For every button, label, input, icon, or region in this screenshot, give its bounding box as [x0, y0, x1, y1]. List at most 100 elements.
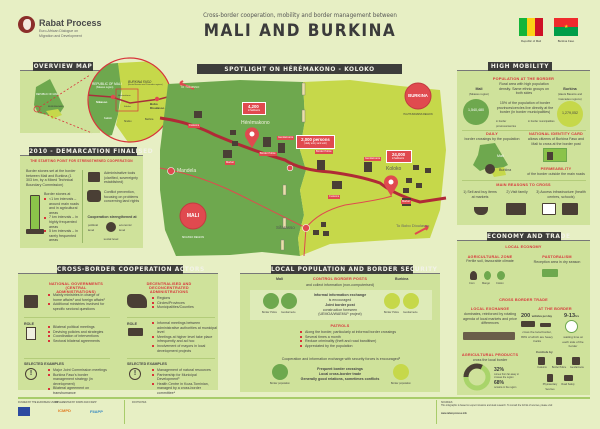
decentral-roles: Informal meetings between administrative…: [152, 321, 218, 353]
sources-link[interactable]: www.rabat-process.info: [441, 413, 467, 415]
list-item: Mainly ministries in charge of home affa…: [48, 293, 108, 302]
wait-text: waiting time at each side of the border: [562, 335, 584, 349]
population-label: Border population: [270, 382, 290, 385]
inset-koloko: Koloko: [124, 106, 131, 108]
list-item: Burkina Faso's border management strateg…: [48, 373, 110, 387]
logo-tagline: Euro-African Dialogue on: [39, 29, 79, 33]
exclamation-icon: !: [129, 368, 141, 380]
health-centre-icon: [542, 203, 556, 215]
wait-value: 9-13: [564, 313, 576, 319]
overview-burkina-label: BURKINA FASO: [48, 106, 65, 108]
burkina-sub: (Hauts Bassins and Cascades regions): [557, 92, 583, 101]
map-mali-label: Mali: [497, 154, 504, 158]
cotton-icon: [497, 271, 505, 280]
patrol-list: Along the border, particularly at inform…: [300, 330, 400, 348]
mali-label: Mali: [276, 277, 283, 281]
tag-border-police: Border Police: [259, 152, 277, 156]
demarcation-subtitle: THE STARTING POINT FOR STRENGTHENED COOP…: [30, 159, 133, 163]
burkina-population-icon: [393, 364, 409, 380]
relation-item: Frequent border crossings: [317, 367, 363, 371]
list-item: Meetings at higher level take place infr…: [152, 335, 218, 344]
phytosanitary-icon: [547, 374, 553, 382]
to-sikasso-label: To Sikasso: [180, 84, 200, 89]
list-item: Appreciated by the population: [300, 344, 400, 349]
meeting-icon: [128, 328, 143, 336]
truck-icon: [521, 321, 535, 327]
page-title: MALI AND BURKINA: [203, 21, 397, 41]
tag-customs: Customs: [188, 124, 201, 128]
corn-icon: [470, 271, 477, 280]
daily-heading: DAILY: [485, 132, 499, 136]
inset-heremakono: Hérémakono: [118, 95, 131, 97]
flag-label: Burkina Faso: [557, 39, 575, 43]
inset-banfora: Banfora: [145, 118, 154, 121]
mali-region-badge: MALI: [186, 213, 200, 219]
burkina-population-circle: [557, 101, 583, 127]
posts-heading: CONTROL BORDER POSTS: [312, 277, 368, 281]
population-label: Border population: [391, 382, 411, 385]
government-building-icon: [24, 295, 38, 308]
building-icon: [88, 172, 100, 182]
mali-label: Mali: [475, 87, 483, 91]
examples-label: SELECTED EXAMPLES: [24, 362, 64, 366]
agri-products-text: cross the local border: [472, 358, 508, 362]
koloko-population: 24,000: [392, 152, 406, 157]
relation-item: Generally good relations, sometimes conf…: [300, 377, 380, 381]
overview-title: OVERVIEW MAP: [33, 62, 93, 71]
list-item: Bilateral political meetings: [48, 325, 108, 330]
unit: inhabitants: [248, 109, 261, 112]
decentral-examples: Management of natural resources Partners…: [152, 368, 216, 396]
share-text: 15% of the population of border province…: [496, 101, 554, 115]
interval-item: 7 km intervals – in highly frequented ar…: [44, 215, 80, 229]
political-level: political level: [88, 223, 99, 232]
intervals-intro: Border stones at: [44, 192, 71, 196]
tag-customs: Customs: [328, 195, 341, 199]
inset-bobo: Bobo Dioulasso: [150, 102, 165, 110]
far-text: comes from far away or crosses the regio…: [494, 373, 519, 379]
crop-label: Mango: [482, 282, 490, 285]
local-exchange-text: dominates, reinforced by rotating agenda…: [463, 312, 517, 326]
admin-tools-text: Administrative tools (clarified, soverei…: [104, 171, 138, 185]
mali-population-circle: [463, 99, 489, 125]
vehicles-count: 200 vehicles per day: [521, 313, 552, 319]
tag-gendarmerie: Gendarmerie: [277, 136, 295, 140]
reason-item: 1) Sell and buy items at markets: [463, 190, 497, 199]
donut-far-segment: [463, 363, 491, 391]
security-forces-band: [250, 290, 432, 320]
agri-products-donut: [463, 363, 491, 391]
local-text: remains in the region: [494, 386, 517, 389]
logo-tagline: Migration and Development: [39, 34, 82, 38]
reason-item: 2) Visit family: [506, 190, 528, 194]
heremakono-callout: 4,200 inhabitants: [242, 102, 266, 115]
conflict-text: Conflict prevention, focusing on problem…: [104, 190, 140, 204]
control-item: Phytosanitary Services: [542, 383, 558, 391]
burkina-label: Burkina: [563, 87, 577, 91]
burkina-population: 1,279,052: [562, 111, 578, 115]
mali-region-label: SIKASSO REGION: [181, 236, 205, 239]
vehicles-value: 200: [521, 313, 531, 319]
economy-panel: [457, 241, 590, 395]
koloko-label: Koloko: [386, 166, 402, 172]
local-pct: 68%: [494, 380, 505, 386]
customs-icon: [538, 357, 545, 365]
tag-gendarmerie: Gendarmerie: [364, 157, 382, 161]
inset-mali-sub: (Sikasso region): [96, 86, 114, 89]
gendarmerie-label: Gendarmerie: [281, 311, 296, 314]
funded-label: FUNDED BY THE EUROPEAN UNION: [18, 402, 58, 404]
coop-heading: Cooperation strengthened at: [87, 215, 137, 219]
gendarmerie-icon: [572, 357, 580, 365]
burkina-police-icon: [384, 293, 400, 309]
market-stalls-icon: [463, 332, 515, 340]
at-border-heading: AT THE BORDER: [538, 307, 572, 311]
far-share: 32%: [494, 367, 504, 373]
cross-border-trade-heading: CROSS BORDER TRADE: [499, 298, 548, 302]
rabat-logo-icon: [18, 16, 35, 33]
agri-products-heading: AGRICULTURAL PRODUCTS: [461, 353, 519, 357]
list-item: Coordination of interventions: [48, 334, 108, 339]
national-examples: Major Joint Commission meetings Burkina …: [48, 368, 110, 396]
inset-sindou: Sindou: [124, 120, 132, 123]
burkina-region-label: HAUTS BASSINS REGION: [403, 113, 433, 116]
list-item: Regions: [152, 296, 212, 301]
vehicles-text: cross the local border, 80% of which are…: [521, 330, 553, 344]
national-list: Mainly ministries in charge of home affa…: [48, 293, 108, 311]
